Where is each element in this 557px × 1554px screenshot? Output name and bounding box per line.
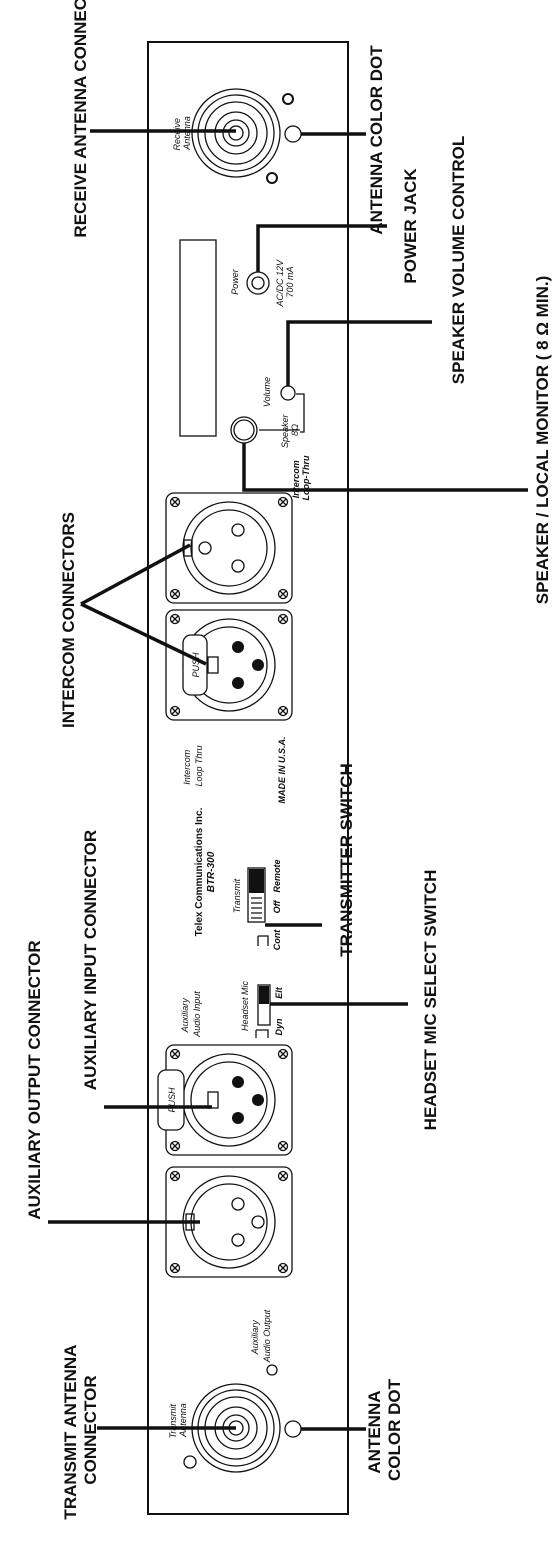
label-color-dot-bottom: ANTENNA COLOR DOT (365, 1378, 404, 1481)
leader-intercom-1 (80, 543, 191, 606)
receive-antenna-screw-top (282, 93, 294, 105)
transmit-bracket (257, 935, 269, 946)
panel-speaker: Speaker 8Ω (280, 412, 300, 448)
panel-receive-antenna: Receive Antenna (172, 115, 192, 150)
panel-model: BTR-300 (206, 851, 217, 892)
panel-cont: Cont (272, 929, 282, 950)
label-color-dot-top: ANTENNA COLOR DOT (367, 45, 386, 235)
label-aux-output: AUXILIARY OUTPUT CONNECTOR (25, 940, 44, 1219)
aux-input-xlr (157, 1044, 293, 1156)
panel-elt: Elt (274, 986, 284, 999)
leader-intercom-2 (80, 602, 207, 666)
panel-intercom-loop-thru: Intercom Loop Thru (182, 745, 204, 786)
label-transmitter-switch: TRANSMITTER SWITCH (337, 763, 356, 957)
display-window (179, 239, 217, 437)
panel-off: Off (272, 900, 282, 914)
receive-antenna-connector (191, 88, 281, 178)
leader-speaker (242, 443, 528, 492)
label-transmit-antenna: TRANSMIT ANTENNA CONNECTOR (61, 1340, 100, 1519)
receive-antenna-screw-bottom (266, 172, 278, 184)
rear-panel (147, 41, 349, 1515)
panel-transmit-antenna: Transmit Antenna (168, 1402, 188, 1439)
speaker-bracket (296, 393, 305, 433)
transmit-antenna-screw (183, 1455, 197, 1469)
label-power-jack: POWER JACK (401, 168, 420, 284)
panel-acdc: AC/DC 12V 700 mA (275, 257, 295, 307)
panel-push-top: PUSH (191, 652, 201, 678)
push-tab-top (182, 634, 208, 696)
panel-headset-mic: Headset Mic (240, 980, 250, 1031)
label-aux-input: AUXILIARY INPUT CONNECTOR (81, 830, 100, 1090)
label-intercom-connectors: INTERCOM CONNECTORS (59, 512, 78, 728)
panel-push-bottom: PUSH (167, 1087, 177, 1113)
panel-transmit: Transmit (232, 878, 242, 913)
label-speaker-volume: SPEAKER VOLUME CONTROL (449, 136, 468, 384)
aux-output-indicator (266, 1364, 278, 1376)
panel-intercom-loop-thru-bold: Intercom Loop-Thru (291, 455, 311, 500)
label-receive-antenna: RECEIVE ANTENNA CONNECTOR (71, 0, 90, 238)
intercom-xlr-bottom (165, 609, 293, 721)
headset-mic-bracket (255, 1029, 269, 1038)
label-speaker-monitor: SPEAKER / LOCAL MONITOR ( 8 Ω MIN.) (533, 276, 552, 604)
leader-power-jack (256, 224, 387, 272)
intercom-xlr-top (165, 492, 293, 604)
panel-made-in: MADE IN U.S.A. (277, 736, 287, 803)
leader-volume (286, 320, 432, 386)
panel-maker: Telex Communications Inc. (194, 807, 205, 936)
panel-aux-output: Auxiliary Audio Output (250, 1309, 272, 1363)
panel-power: Power (230, 268, 240, 295)
panel-volume: Volume (262, 377, 272, 407)
panel-aux-input: Auxiliary Audio Input (180, 991, 202, 1038)
transmit-switch (247, 867, 266, 923)
panel-dyn: Dyn (274, 1018, 284, 1036)
panel-remote: Remote (272, 859, 282, 892)
push-tab-bottom (157, 1069, 185, 1131)
label-headset-mic: HEADSET MIC SELECT SWITCH (421, 870, 440, 1131)
